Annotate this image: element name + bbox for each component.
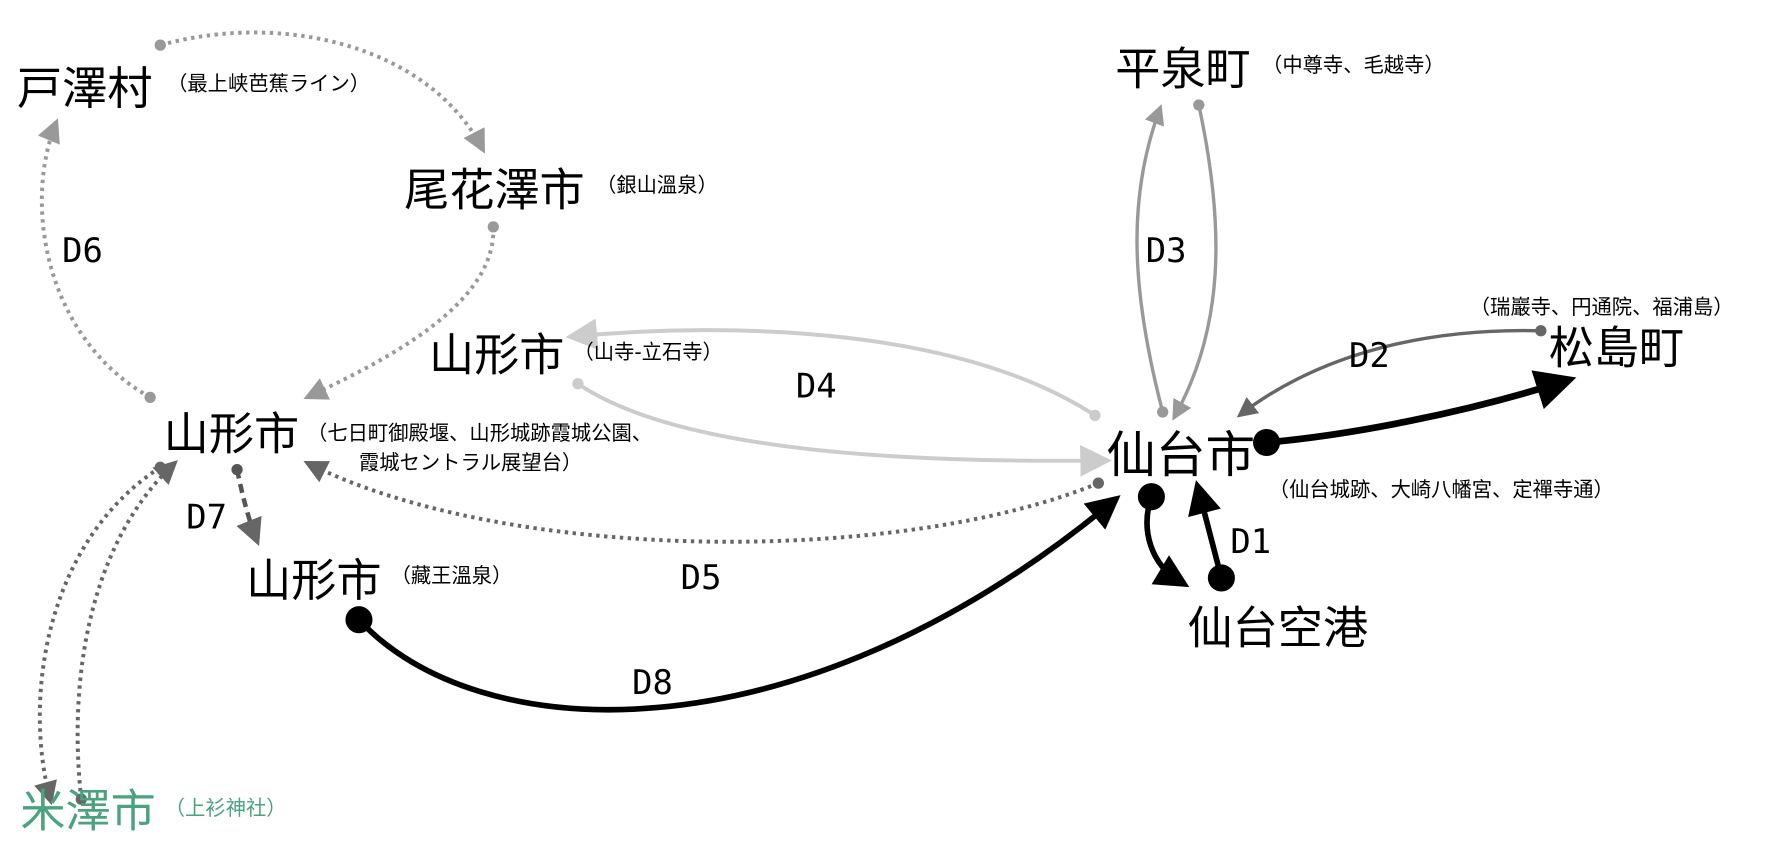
node-hiraizumi-sub: （中尊寺、毛越寺） (1262, 53, 1445, 77)
node-tozawa: 戸澤村 (17, 62, 152, 115)
edge-d6-yamagata-tozawa (37, 118, 152, 400)
node-yamagata-main-sub2: 霞城セントラル展望台） (359, 451, 582, 475)
node-yonezawa: 米澤市 (20, 784, 155, 837)
edges (34, 30, 1577, 806)
edge-d1-airport-sendai (1188, 480, 1225, 579)
edge-d5 (303, 461, 1100, 544)
node-sendai-airport: 仙台空港 (1188, 601, 1369, 654)
node-obanazawa-sub: （銀山溫泉） (596, 173, 718, 197)
edge-d2-sendai-matsushima (1266, 370, 1577, 446)
node-sendai-sub: （仙台城跡、大崎八幡宮、定禪寺通） (1269, 478, 1614, 502)
node-matsushima-sub: （瑞巖寺、円通院、福浦島） (1470, 295, 1734, 319)
edge-d7 (234, 469, 262, 547)
edge-yamagata-yonezawa (34, 465, 162, 806)
edge-d8 (356, 495, 1121, 713)
node-yamagata-zao-sub: （藏王溫泉） (391, 563, 513, 587)
edge-d4-yamadera-sendai (576, 382, 1112, 477)
node-sendai: 仙台市 (1106, 426, 1255, 484)
day-label-d4: D4 (796, 366, 837, 405)
day-label-d2: D2 (1349, 336, 1390, 375)
day-label-d7: D7 (186, 497, 227, 536)
node-yamagata-zao: 山形市 (246, 554, 381, 607)
node-tozawa-sub: （最上峡芭蕉ライン） (167, 71, 370, 95)
edge-d2-matsushima-sendai (1236, 328, 1541, 418)
node-yamagata-yamadera: 山形市 (429, 328, 564, 381)
node-yamagata-yamadera-sub: （山寺-立石寺） (573, 340, 722, 364)
node-matsushima: 松島町 (1549, 321, 1684, 374)
day-label-d8: D8 (632, 663, 673, 702)
edge-d6-tozawa-obanazawa (159, 30, 485, 154)
day-labels: D1 D2 D3 D4 D5 D6 D7 D8 (62, 231, 1390, 702)
node-yamagata-main: 山形市 (164, 407, 299, 460)
day-label-d3: D3 (1146, 231, 1187, 270)
node-hiraizumi: 平泉町 (1115, 43, 1250, 96)
node-yonezawa-sub: （上衫神社） (165, 796, 287, 820)
edge-d3-sendai-hiraizumi (1135, 104, 1165, 413)
nodes: 戸澤村 （最上峡芭蕉ライン） 尾花澤市 （銀山溫泉） 山形市 （山寺-立石寺） … (17, 43, 1734, 838)
edge-yonezawa-yamagata (75, 460, 178, 800)
day-label-d5: D5 (681, 558, 722, 597)
edge-start-dots (75, 39, 1547, 805)
edge-d3-hiraizumi-sendai (1172, 104, 1218, 421)
edge-d4-sendai-yamadera (565, 318, 1097, 418)
day-label-d1: D1 (1230, 522, 1271, 561)
day-label-d6: D6 (62, 231, 103, 270)
node-obanazawa: 尾花澤市 (404, 163, 585, 216)
edge-d6-obanazawa-yamagata (303, 226, 496, 400)
node-yamagata-main-sub1: （七日町御殿堰、山形城跡霞城公園、 (307, 421, 652, 445)
